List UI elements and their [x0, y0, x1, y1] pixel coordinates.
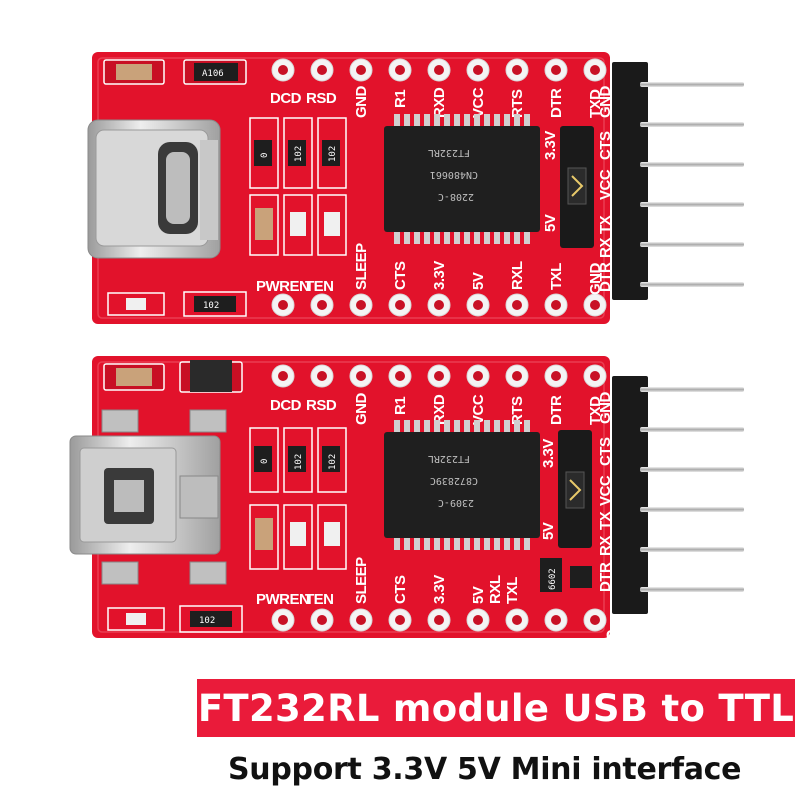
pin-label-r1-b: R1 [392, 397, 409, 415]
jumper-label-3v3-b: 3.3V [540, 439, 557, 468]
header-label-tx: TX [597, 215, 614, 234]
pin-label-gnd-bottom: GND [587, 263, 604, 296]
chip-text-line-3-b: 2309-C [438, 497, 474, 508]
board-top: DCD RSD GND R1 RXD VCC RTS DTR TXD PWREN… [87, 52, 744, 324]
pin-label-rxd: RXD [431, 87, 448, 118]
header-label-gnd: GND [597, 86, 614, 119]
header-label-dtr: DTR [597, 262, 614, 292]
side-header-bottom: GND CTS VCC TX RX DTR [597, 376, 744, 614]
jumper-label-3v3: 3.3V [542, 131, 559, 160]
pin-label-rxl-b: RXL [487, 575, 504, 604]
header-label-rx: RX [597, 238, 614, 258]
resistor-label-102-c: 102 [203, 301, 219, 311]
chip-text-line-2: CN480661 [430, 169, 478, 180]
pin-label-vcc: VCC [470, 87, 487, 118]
pin-label-txl: TXL [548, 263, 565, 290]
pin-label-dcd-b: DCD [270, 397, 302, 414]
resistor-label-6602: 6602 [548, 568, 558, 590]
pin-label-5v-b: 5V [470, 586, 487, 604]
pin-label-dcd: DCD [270, 90, 302, 107]
pin-label-dtr-b: DTR [548, 395, 565, 425]
pin-label-cts-b: CTS [392, 575, 409, 604]
caption-subtitle: Support 3.3V 5V Mini interface [228, 751, 742, 787]
top-row-holes [271, 58, 607, 82]
pin-label-ten: TEN [305, 278, 334, 295]
usb-mini-connector [69, 409, 227, 585]
resistor-label-102-c-b: 102 [199, 616, 215, 626]
jumper-label-5v: 5V [542, 214, 559, 232]
header-label-cts: CTS [597, 131, 614, 160]
pin-label-sleep: SLEEP [353, 243, 370, 290]
pin-label-vcc-b: VCC [470, 394, 487, 425]
chip-text-line-2-b: C872839C [430, 475, 478, 486]
pin-label-gnd-bottom-b: GND [606, 627, 639, 644]
board-bottom: DCD RSD GND R1 RXD VCC RTS DTR TXD PWREN… [69, 356, 744, 644]
voltage-jumper-top: 3.3V 5V [542, 126, 594, 248]
pin-label-3v3-b: 3.3V [431, 575, 448, 604]
pin-label-gnd-b: GND [353, 393, 370, 426]
chip-text-line-3: 2208-C [438, 191, 474, 202]
header-label-gnd-b: GND [597, 392, 614, 425]
header-label-vcc-b: VCC [597, 475, 614, 506]
jumper-label-5v-b: 5V [540, 522, 557, 540]
bottom-row-holes-b [271, 608, 607, 632]
pin-label-r1: R1 [392, 90, 409, 108]
pin-label-pwren-b: PWREN [256, 591, 309, 608]
bottom-row-holes [271, 293, 607, 317]
top-pin-labels-b: DCD RSD GND R1 RXD VCC RTS DTR TXD [270, 393, 604, 426]
pin-label-cts: CTS [392, 261, 409, 290]
bottom-pin-labels: PWREN TEN SLEEP CTS 3.3V 5V RXL TXL GND [256, 243, 604, 295]
side-header-top: GND CTS VCC TX RX DTR [597, 62, 744, 300]
bottom-pin-labels-b: PWREN TEN SLEEP CTS 3.3V 5V RXL TXL GND [256, 557, 639, 644]
pin-label-rts-b: RTS [509, 396, 526, 425]
resistor-label-102-b: 102 [328, 146, 338, 162]
smd-components: A106 0 102 102 102 [103, 59, 347, 317]
pin-label-rxd-b: RXD [431, 394, 448, 425]
subtitle-row: Support 3.3V 5V Mini interface [228, 745, 788, 793]
header-label-dtr-b: DTR [597, 562, 614, 592]
usb-type-c-connector [87, 119, 221, 259]
pin-label-sleep-b: SLEEP [353, 557, 370, 604]
pin-label-txl-b: TXL [504, 577, 521, 604]
ft232rl-chip-bottom: FT232RL C872839C 2309-C [384, 420, 540, 550]
pin-label-rsd-b: RSD [306, 397, 337, 414]
caption-title: FT232RL module USB to TTL [197, 686, 795, 730]
pin-label-5v: 5V [470, 272, 487, 290]
pin-label-txd-b: TXD [587, 396, 604, 425]
header-label-rx-b: RX [597, 536, 614, 556]
pin-label-dtr: DTR [548, 88, 565, 118]
resistor-label-102-a-b: 102 [294, 454, 304, 470]
header-label-cts-b: CTS [597, 437, 614, 466]
chip-text-line-1: FT232RL [428, 147, 470, 158]
voltage-jumper-bottom: 3.3V 5V [540, 430, 592, 548]
pin-label-rxl: RXL [509, 261, 526, 290]
pin-label-3v3: 3.3V [431, 261, 448, 290]
pin-label-pwren: PWREN [256, 278, 309, 295]
pin-label-gnd: GND [353, 86, 370, 119]
smd-components-b: 0 102 102 102 6602 [103, 360, 592, 633]
top-pin-labels: DCD RSD GND R1 RXD VCC RTS DTR TXD [270, 86, 604, 119]
pin-label-ten-b: TEN [305, 591, 334, 608]
pin-label-rsd: RSD [306, 90, 337, 107]
ft232rl-chip-top: FT232RL CN480661 2208-C [384, 114, 540, 244]
resistor-label-102-a: 102 [294, 146, 304, 162]
pcb-top [92, 52, 610, 324]
chip-text-line-1-b: FT232RL [428, 453, 470, 464]
title-banner: FT232RL module USB to TTL [197, 679, 795, 737]
resistor-label-0-b: 0 [260, 459, 270, 464]
header-label-tx-b: TX [597, 511, 614, 530]
top-row-holes-b [271, 364, 607, 388]
resistor-label-0: 0 [260, 153, 270, 158]
pin-label-rts: RTS [509, 89, 526, 118]
header-label-vcc: VCC [597, 169, 614, 200]
pin-label-txd: TXD [587, 89, 604, 118]
resistor-label-a106: A106 [202, 69, 224, 79]
resistor-label-102-b-b: 102 [328, 454, 338, 470]
